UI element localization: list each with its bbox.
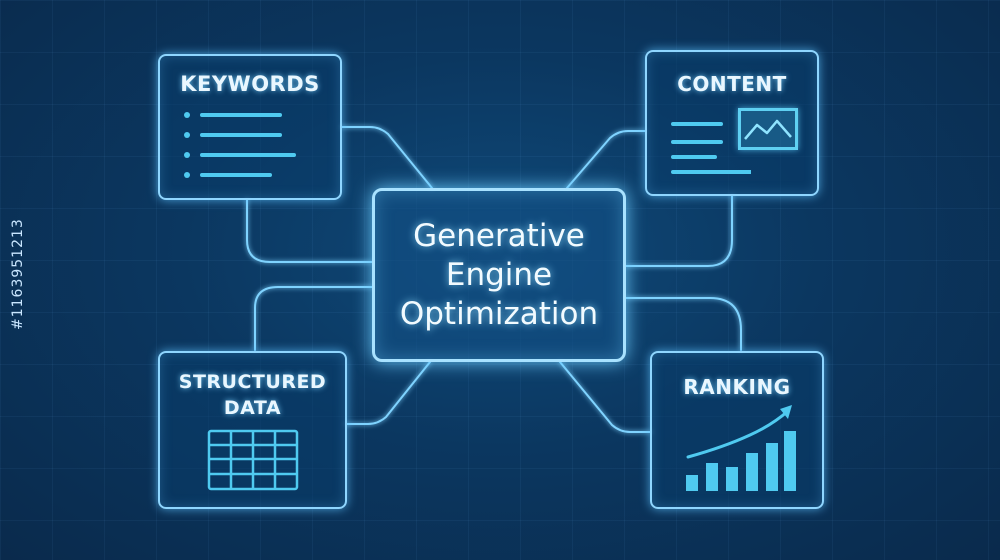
keywords-node[interactable]: KEYWORDS <box>158 54 342 200</box>
keywords-title: KEYWORDS <box>180 72 320 96</box>
center-node[interactable]: Generative Engine Optimization <box>372 188 626 362</box>
ranking-node[interactable]: RANKING <box>650 351 824 509</box>
image-placeholder-icon <box>738 108 798 150</box>
text-lines-icon <box>671 122 751 174</box>
connector-ranking-top <box>625 297 742 351</box>
structured-data-node[interactable]: STRUCTURED DATA <box>158 351 347 509</box>
connector-keywords-bottom <box>246 198 373 263</box>
connector-content-top <box>566 130 646 189</box>
content-title: CONTENT <box>677 72 787 96</box>
stock-id-watermark: #1163951213 <box>10 218 26 330</box>
connector-ranking-bottom <box>559 361 652 433</box>
ranking-title: RANKING <box>683 375 791 399</box>
connector-content-bottom <box>625 194 733 267</box>
connector-structured-bottom <box>345 361 431 425</box>
connector-keywords-top <box>340 126 433 189</box>
table-grid-icon <box>207 429 299 491</box>
bulleted-list-icon <box>184 112 296 178</box>
structured-data-title-line-2: DATA <box>223 397 282 419</box>
center-title-line-2: Engine <box>445 256 553 293</box>
content-node[interactable]: CONTENT <box>645 50 819 196</box>
bar-chart-trend-arrow-icon <box>686 405 796 491</box>
center-title-line-3: Optimization <box>399 295 599 332</box>
structured-data-title-line-1: STRUCTURED <box>178 371 327 393</box>
connector-structured-top <box>254 286 373 351</box>
center-title-line-1: Generative <box>413 217 585 254</box>
